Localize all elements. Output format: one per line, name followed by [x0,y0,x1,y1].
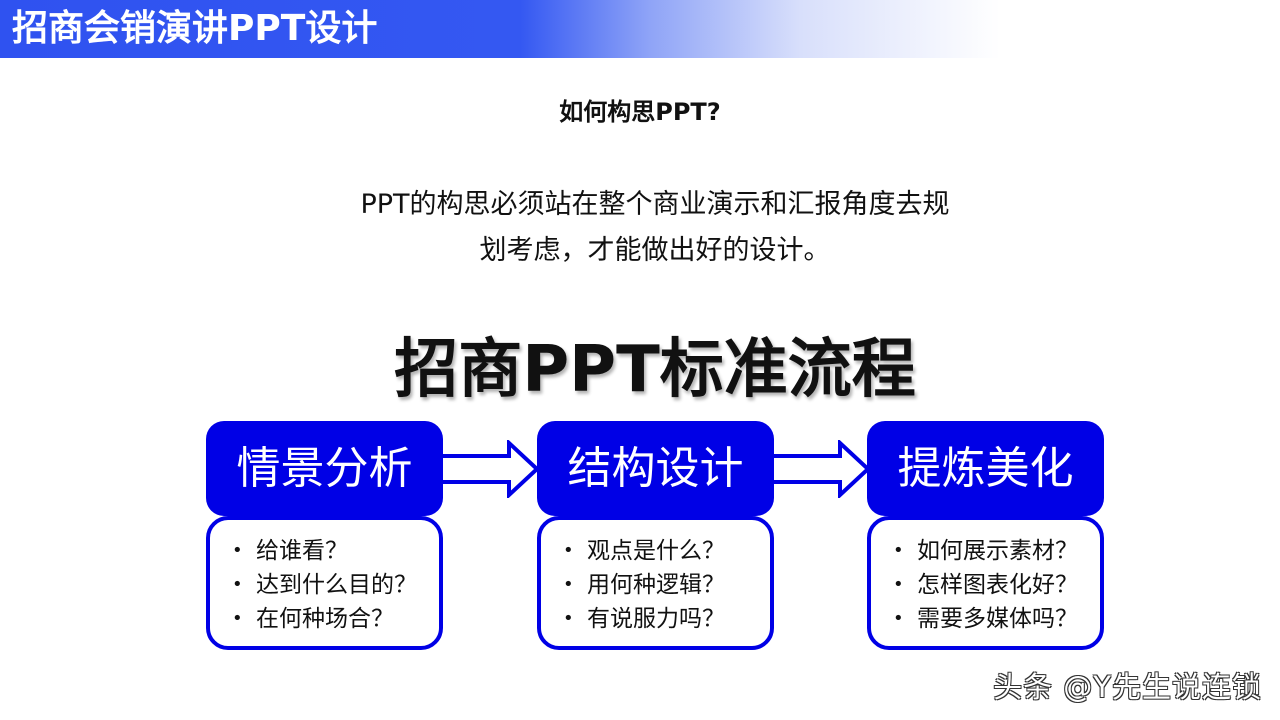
bullet-icon: • [893,540,904,561]
step-2-header: 结构设计 [537,421,774,516]
paragraph-line-1: PPT的构思必须站在整个商业演示和汇报角度去规 [360,189,950,220]
list-item: •如何展示素材？ [893,534,1100,568]
slide-title: 招商会销演讲PPT设计 [12,8,378,49]
bullet-icon: • [232,574,243,595]
step-3-header: 提炼美化 [867,421,1104,516]
bullet-icon: • [232,608,243,629]
right-arrow-icon [441,440,539,498]
list-item: •有说服力吗？ [563,602,770,636]
list-item: •达到什么目的？ [232,568,439,602]
question-heading: 如何构思PPT? [559,98,721,126]
flow-heading: 招商PPT标准流程 [394,333,916,407]
list-item: •需要多媒体吗？ [893,602,1100,636]
bullet-icon: • [232,540,243,561]
paragraph-line-2: 划考虑，才能做出好的设计。 [479,235,831,266]
step-1-header: 情景分析 [206,421,443,516]
list-item: •给谁看？ [232,534,439,568]
list-item: •怎样图表化好？ [893,568,1100,602]
step-1-body: •给谁看？ •达到什么目的？ •在何种场合？ [206,516,443,650]
step-2-body: •观点是什么？ •用何种逻辑？ •有说服力吗？ [537,516,774,650]
right-arrow-icon [772,440,870,498]
title-bar: 招商会销演讲PPT设计 [0,0,1000,58]
list-item: •观点是什么？ [563,534,770,568]
bullet-icon: • [563,540,574,561]
bullet-icon: • [563,608,574,629]
bullet-icon: • [563,574,574,595]
intro-paragraph: PPT的构思必须站在整个商业演示和汇报角度去规 划考虑，才能做出好的设计。 [300,182,1010,274]
bullet-icon: • [893,608,904,629]
watermark: 头条 @Y先生说连锁 [993,670,1262,704]
bullet-icon: • [893,574,904,595]
list-item: •在何种场合？ [232,602,439,636]
step-3-body: •如何展示素材？ •怎样图表化好？ •需要多媒体吗？ [867,516,1104,650]
list-item: •用何种逻辑？ [563,568,770,602]
